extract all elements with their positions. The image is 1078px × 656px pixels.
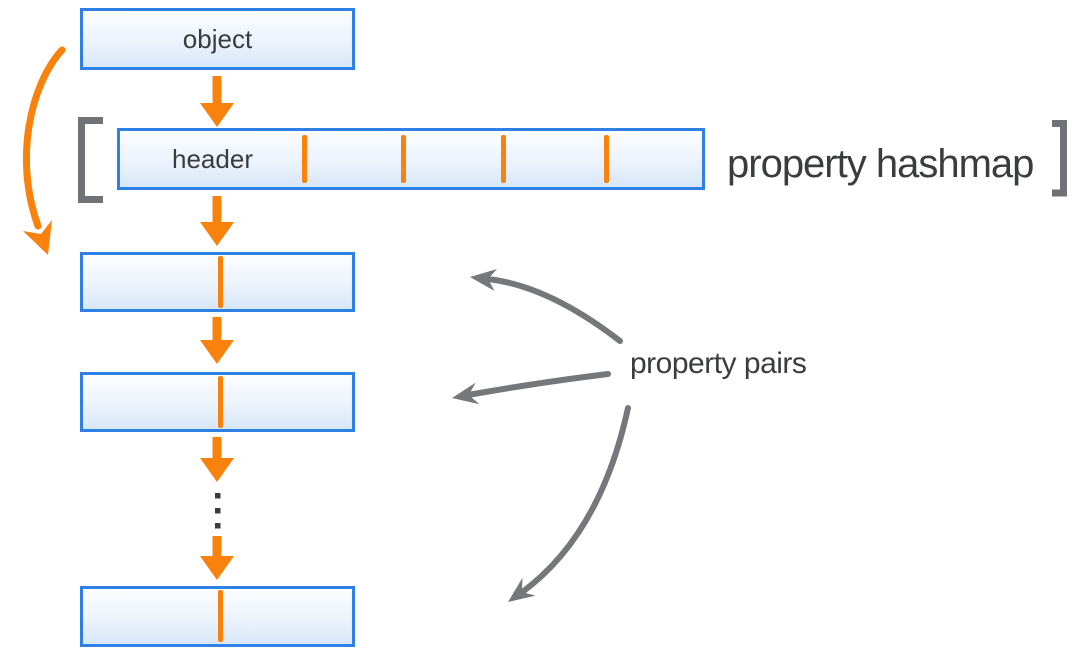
- curved-arrow-icon: [22, 46, 66, 255]
- gray-straight-arrow-icon: [452, 371, 611, 405]
- right-bracket-icon: [1052, 120, 1067, 197]
- down-arrow-icon: [200, 437, 234, 482]
- vertical-ellipsis-icon: [215, 493, 221, 529]
- left-bracket-icon: [78, 117, 103, 203]
- gray-curved-arrow-icon: [508, 405, 631, 602]
- slot-divider: [401, 135, 406, 183]
- slot-divider: [501, 135, 506, 183]
- property-hashmap-box: header: [117, 128, 705, 190]
- down-arrow-icon: [200, 536, 234, 580]
- object-box: object: [80, 8, 355, 70]
- property-pair-box: [80, 586, 355, 647]
- property-pairs-label: property pairs: [630, 347, 807, 380]
- down-arrow-icon: [200, 317, 234, 364]
- property-pair-box: [80, 252, 355, 312]
- header-cell-label: header: [172, 144, 253, 174]
- property-pair-box: [80, 372, 355, 432]
- pair-divider: [218, 590, 223, 642]
- pair-divider: [218, 256, 223, 308]
- gray-curved-arrow-icon: [470, 269, 623, 344]
- object-box-label: object: [182, 24, 253, 54]
- pair-divider: [218, 376, 223, 428]
- down-arrow-icon: [200, 76, 234, 127]
- property-hashmap-label: property hashmap: [727, 142, 1034, 186]
- slot-divider: [302, 135, 307, 183]
- slot-divider: [604, 135, 609, 183]
- down-arrow-icon: [200, 196, 234, 246]
